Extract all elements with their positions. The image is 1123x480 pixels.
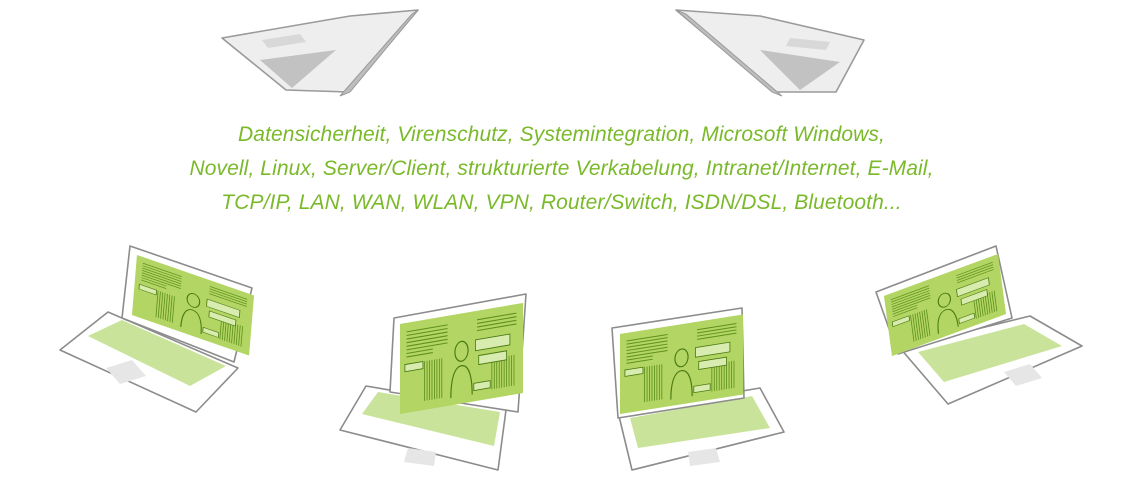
laptop-back-icon (221, 9, 419, 97)
laptop-icon (875, 245, 1083, 405)
keywords-line-2: Novell, Linux, Server/Client, strukturie… (189, 157, 934, 180)
keywords-line-1: Datensicherheit, Virenschutz, Systeminte… (238, 123, 885, 146)
laptop-icon (611, 307, 785, 471)
keywords-line-3: TCP/IP, LAN, WAN, WLAN, VPN, Router/Swit… (221, 191, 902, 214)
laptop-icon (59, 245, 255, 413)
service-keywords: Datensicherheit, Virenschutz, Systeminte… (0, 118, 1123, 220)
laptop-icon (339, 293, 527, 471)
laptop-back-icon (675, 9, 865, 97)
